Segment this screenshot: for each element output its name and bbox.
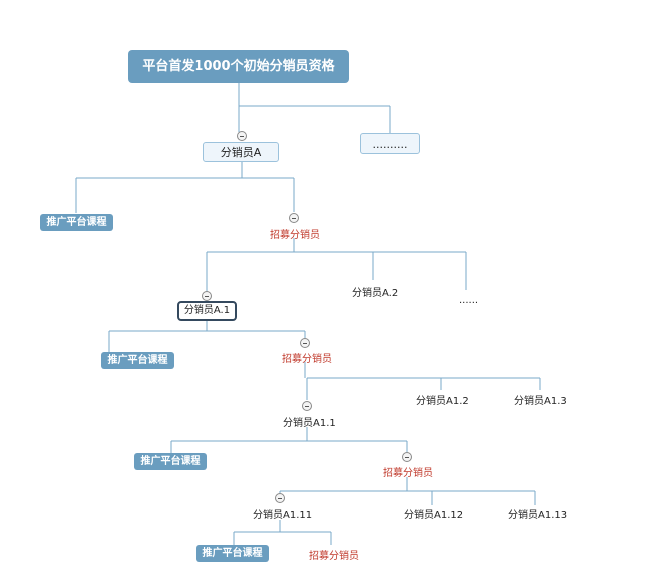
- node-recruit-2[interactable]: 招募分销员: [282, 354, 332, 365]
- node-distributor-a1-3[interactable]: 分销员A1.3: [514, 396, 567, 407]
- node-distributor-a[interactable]: 分销员A: [203, 142, 279, 162]
- node-ellipsis[interactable]: ......: [459, 295, 479, 306]
- node-promote-courses-4[interactable]: 推广平台课程: [196, 545, 269, 562]
- node-distributor-a1-12[interactable]: 分销员A1.12: [404, 510, 464, 521]
- collapse-circle-icon[interactable]: [302, 401, 312, 411]
- collapse-circle-icon[interactable]: [300, 338, 310, 348]
- node-distributor-a1-2[interactable]: 分销员A1.2: [416, 396, 469, 407]
- node-promote-courses-3[interactable]: 推广平台课程: [134, 453, 207, 470]
- node-promote-courses-2[interactable]: 推广平台课程: [101, 352, 174, 369]
- collapse-circle-icon[interactable]: [275, 493, 285, 503]
- node-distributor-a2[interactable]: 分销员A.2: [352, 288, 399, 299]
- node-promote-courses-1[interactable]: 推广平台课程: [40, 214, 113, 231]
- root-node[interactable]: 平台首发1000个初始分销员资格: [128, 50, 349, 83]
- collapse-circle-icon[interactable]: [402, 452, 412, 462]
- node-distributor-a1-selected[interactable]: 分销员A.1: [177, 301, 237, 321]
- node-recruit-1[interactable]: 招募分销员: [270, 230, 320, 241]
- collapse-circle-icon[interactable]: [237, 131, 247, 141]
- collapse-circle-icon[interactable]: [289, 213, 299, 223]
- node-distributor-a1-13[interactable]: 分销员A1.13: [508, 510, 568, 521]
- node-recruit-3[interactable]: 招募分销员: [383, 468, 433, 479]
- collapse-circle-icon[interactable]: [202, 291, 212, 301]
- node-more-top[interactable]: ..........: [360, 133, 420, 154]
- node-distributor-a1-1[interactable]: 分销员A1.1: [283, 418, 336, 429]
- node-distributor-a1-11[interactable]: 分销员A1.11: [253, 510, 313, 521]
- node-recruit-4[interactable]: 招募分销员: [309, 551, 359, 562]
